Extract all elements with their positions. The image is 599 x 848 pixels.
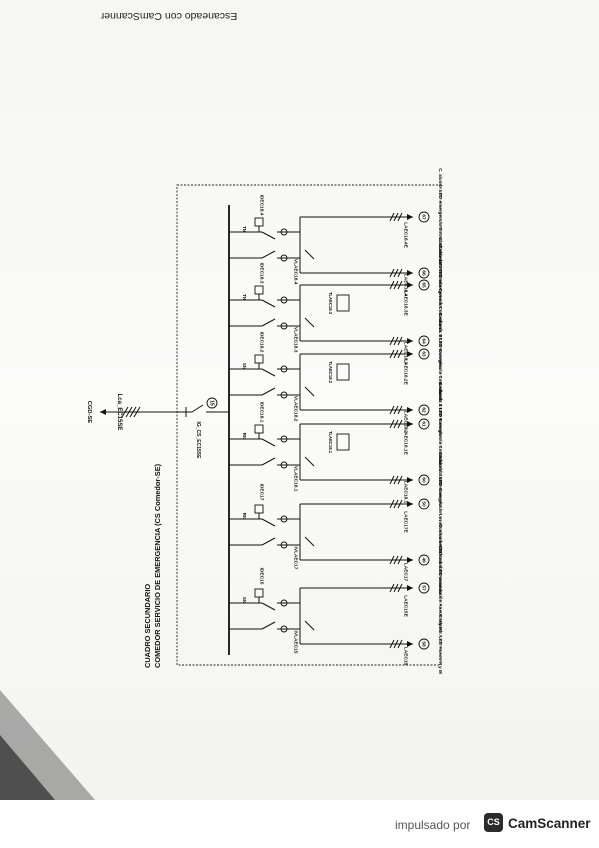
line-label: LAEC18.3E <box>403 290 409 316</box>
circuit-description: C. alumb. 1 LED emergencia Comedor <box>438 382 443 465</box>
circuit-description: C. alumb. 1 LED Comedor <box>438 452 443 509</box>
breaker-label: IDEC18.3 <box>259 263 265 284</box>
panel-enclosure <box>176 184 442 666</box>
neutral-label: RN <box>242 513 247 520</box>
breaker-label: IDEC15 <box>259 568 265 585</box>
panel-title-line2: COMEDOR SERVICIO DE EMERGENCIA (CS Comed… <box>153 463 162 668</box>
circuit-number: 61 <box>421 421 427 427</box>
circuit-number: 58 <box>421 641 427 647</box>
line-label: LAEC18.4 <box>403 274 409 297</box>
breaker-label: IDEC18.4 <box>259 195 265 216</box>
circuit-number: 57 <box>421 585 427 591</box>
circuit-description: C. alumb. LED emergencia Entrada Comedor <box>438 168 443 266</box>
circuit-description: C. alumb. LED Lavabos comedor <box>438 524 443 596</box>
differential-label: IVLAEC18.1 <box>293 465 299 492</box>
main-circle <box>206 397 218 409</box>
circuit-description: C. alumb. LED Entrada Comedor <box>438 238 443 309</box>
panel-title-line1: CUADRO SECUNDARIO <box>143 584 152 668</box>
breaker-label: IDEC17 <box>259 484 265 501</box>
line-label: LAEC18.1E <box>403 429 409 455</box>
telerruptor-label: TLAEC18.3 <box>328 292 333 315</box>
telerruptor-label: TLAEC18.1 <box>328 431 333 454</box>
circuit-number: 67 <box>421 214 427 220</box>
line-label: LAEC15 <box>403 647 409 666</box>
circuit-number: 62 <box>421 407 427 413</box>
circuit-number: 63 <box>421 351 427 357</box>
single-line-diagram: CGD-SE Lca_EC15SE IG_CS_EC15SE 15 CUADRO… <box>0 168 443 800</box>
circuit-description: C. alumb. 3 LED emergencia Comedor <box>438 243 443 326</box>
neutral-label: SN <box>242 597 247 603</box>
scan-shadow-dark <box>0 735 55 800</box>
line-label: LAEC15E <box>403 595 409 617</box>
circuit-number: 65 <box>421 282 427 288</box>
camscanner-brand: CamScanner <box>508 816 591 831</box>
circuit-description: C. alumb. 3 LED Comedor <box>438 313 443 370</box>
neutral-label: TN <box>242 226 247 232</box>
feeder-label: CGD-SE <box>86 401 92 424</box>
circuit-description: C. alumb. LED Aseos H y M <box>438 614 443 674</box>
breaker-label: IDEC18.1 <box>259 402 265 423</box>
telerruptor-label: TLAEC18.2 <box>328 361 333 384</box>
circuit-number: 66 <box>421 270 427 276</box>
differential-label: IVLAEC15 <box>293 631 299 654</box>
circuit-number: 50 <box>421 501 427 507</box>
neutral-label: SN <box>242 363 247 369</box>
line-label: LAEC18.4E <box>403 222 409 248</box>
differential-label: IVLAEC18.3 <box>293 326 299 353</box>
line-label: LAEC17 <box>403 563 409 582</box>
circuit-number: 49 <box>421 557 427 563</box>
line-label: LAEC18.3 <box>403 342 409 365</box>
circuit-number: 64 <box>421 338 427 344</box>
main-switch-label: IG_CS_EC15SE <box>195 422 201 460</box>
circuit-description: C. alumb. 2 LED emergencia Comedor <box>438 312 443 395</box>
main-circle-label: 15 <box>209 400 215 406</box>
line-label: LAEC18.2E <box>403 359 409 385</box>
neutral-label: RN <box>242 433 247 440</box>
feeder <box>100 404 229 418</box>
camscanner-logo-icon: CS <box>484 813 503 832</box>
circuit-description: C. alumb. LED evacuación Aseos H y M <box>438 545 443 631</box>
circuit-description: C. alumb. LED emergencia Lavabos comedor <box>438 455 443 554</box>
circuit-number: 60 <box>421 477 427 483</box>
powered-by-text: impulsado por <box>395 818 471 832</box>
circuit-description: C. alumb. 2 LED Comedor <box>438 382 443 439</box>
differential-label: IVLAEC18.2 <box>293 395 299 422</box>
feeder-line-label: Lca_EC15SE <box>116 394 122 431</box>
line-label: LAEC18.2 <box>403 411 409 434</box>
neutral-label: TN <box>242 294 247 300</box>
breaker-label: IDEC18.2 <box>259 332 265 353</box>
differential-label: IVLAEC18.4 <box>293 258 299 285</box>
differential-label: IVLAEC17 <box>293 547 299 570</box>
line-label: LAEC17E <box>403 511 409 533</box>
line-label: LAEC18.1 <box>403 481 409 504</box>
